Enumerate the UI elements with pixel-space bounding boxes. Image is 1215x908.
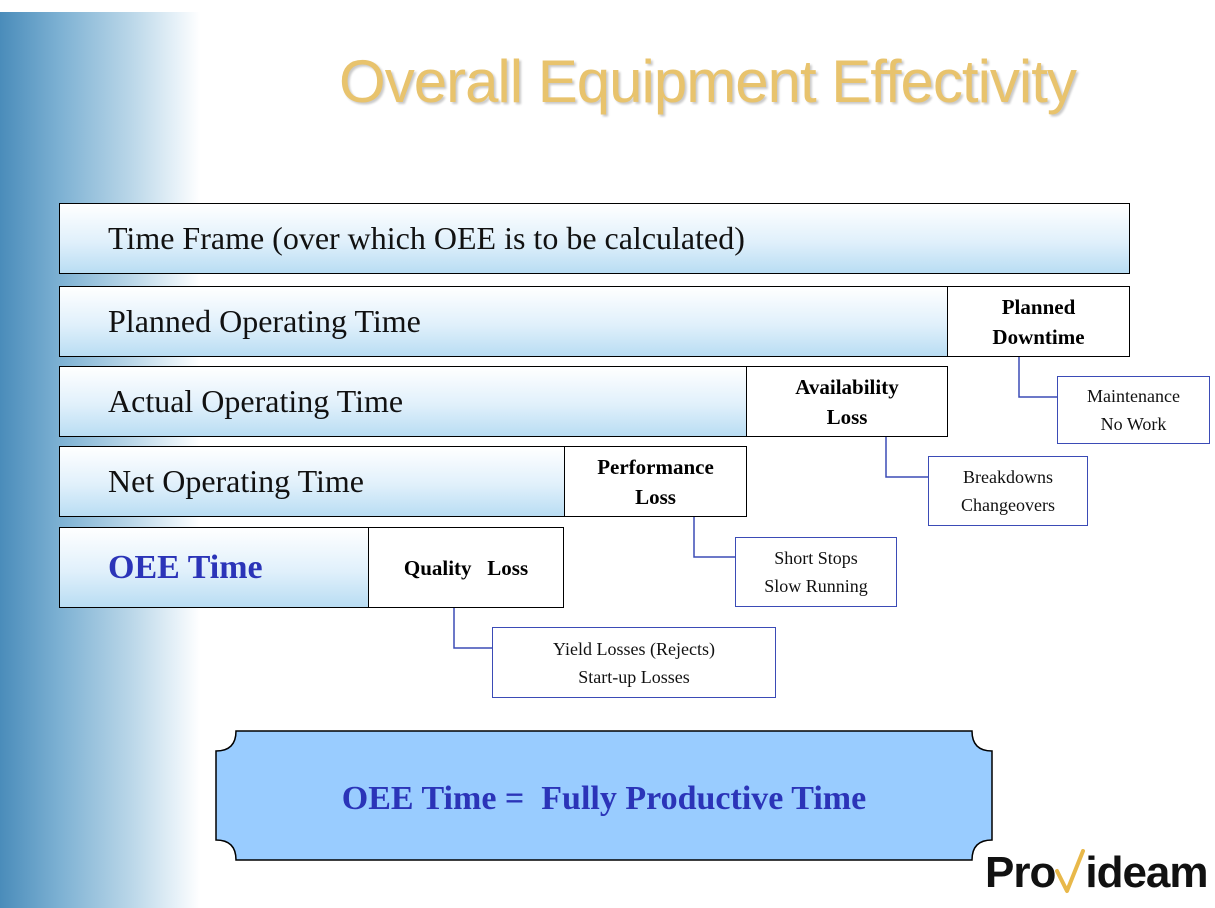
connector-availability: [885, 437, 928, 478]
logo-text-ideam: ideam: [1085, 848, 1208, 897]
bar-time-frame-label: Time Frame (over which OEE is to be calc…: [108, 220, 745, 256]
connector-planned: [1018, 357, 1057, 398]
callout-quality-line2: Start-up Losses: [578, 666, 690, 687]
bar-planned-operating: Planned Operating Time: [59, 286, 948, 357]
performance-loss-box: Performance Loss: [564, 446, 747, 517]
slide-title: Overall Equipment Effectivity: [339, 48, 1077, 115]
bar-planned-operating-label: Planned Operating Time: [108, 303, 421, 339]
planned-downtime-line1: Planned: [1001, 294, 1076, 319]
callout-performance-line1: Short Stops: [774, 548, 858, 568]
bar-actual-operating: Actual Operating Time: [59, 366, 747, 437]
bar-net-operating: Net Operating Time: [59, 446, 565, 517]
connector-quality: [453, 608, 492, 649]
quality-loss-box: Quality Loss: [368, 527, 564, 608]
callout-availability-line1: Breakdowns: [963, 467, 1053, 487]
formula-text: OEE Time = Fully Productive Time: [341, 780, 867, 817]
logo-text-pro: Pro: [985, 848, 1056, 897]
connector-performance: [693, 517, 735, 558]
callout-availability-line2: Changeovers: [961, 495, 1055, 515]
availability-loss-box: Availability Loss: [746, 366, 948, 437]
bar-oee-time-label: OEE Time: [108, 548, 263, 586]
logo-check-icon: [1055, 849, 1086, 893]
availability-loss-line2: Loss: [826, 404, 868, 429]
bar-oee-time: OEE Time: [59, 527, 369, 608]
planned-downtime-box: Planned Downtime: [947, 286, 1130, 357]
performance-loss-line1: Performance: [597, 454, 714, 479]
performance-loss-line2: Loss: [635, 484, 676, 509]
top-strip: [0, 0, 1215, 12]
availability-loss-line1: Availability: [795, 374, 899, 399]
callout-planned: Maintenance No Work: [1057, 376, 1210, 444]
callout-planned-line1: Maintenance: [1087, 386, 1180, 406]
bar-actual-operating-label: Actual Operating Time: [108, 383, 404, 419]
provideam-logo: Pro ideam: [985, 848, 1209, 898]
callout-performance: Short Stops Slow Running: [735, 537, 897, 607]
callout-planned-line2: No Work: [1100, 414, 1167, 434]
callout-availability: Breakdowns Changeovers: [928, 456, 1088, 526]
bar-net-operating-label: Net Operating Time: [108, 463, 364, 499]
callout-performance-line2: Slow Running: [764, 576, 868, 596]
callout-quality-line1: Yield Losses (Rejects): [553, 638, 715, 659]
bar-time-frame: Time Frame (over which OEE is to be calc…: [59, 203, 1130, 274]
quality-loss-label: Quality Loss: [403, 555, 529, 580]
planned-downtime-line2: Downtime: [992, 324, 1085, 349]
callout-quality: Yield Losses (Rejects) Start-up Losses: [492, 627, 776, 698]
formula-plaque-shape: [215, 730, 993, 861]
